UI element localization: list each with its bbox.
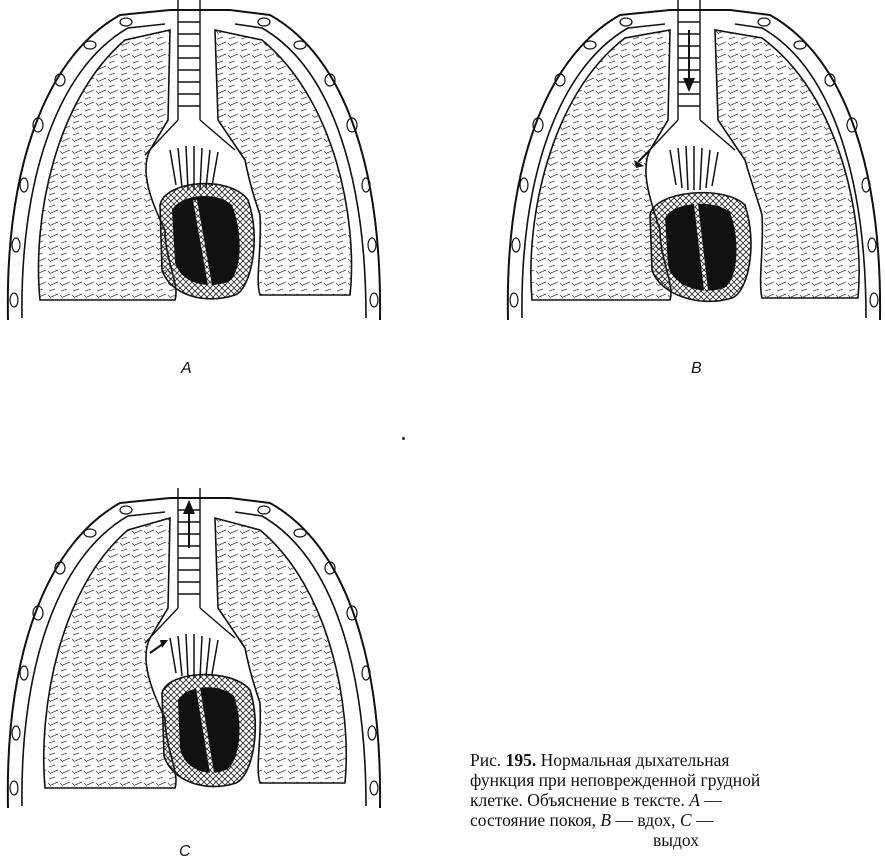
caption-key-a: А [689,790,700,810]
caption-key-b: B [600,810,611,830]
figure-panel-inhale [500,0,885,330]
figure-panel-exhale [0,488,390,818]
panel-label-b: B [691,360,702,378]
lungs-heart-diagram-inhale [500,0,885,330]
caption-key-c: C [680,810,692,830]
figure-panel-rest [0,0,390,330]
caption-line-3: клетке. Объяснение в тексте. А — [470,790,882,810]
lungs-heart-diagram-rest [0,0,390,330]
figure-caption: Рис. 195. Нормальная дыхательная функция… [470,750,882,850]
caption-line-1: Рис. 195. Нормальная дыхательная [470,750,882,770]
lungs-heart-diagram-exhale [0,488,390,818]
stray-dot [402,437,405,440]
figure-number: 195. [506,750,537,770]
caption-line-2: функция при неповрежденной грудной [470,770,882,790]
caption-line-5: выдох [470,830,882,850]
panel-label-a: A [181,360,192,378]
panel-label-c: C [179,843,191,861]
caption-line-4: состояние покоя, B — вдох, C — [470,810,882,830]
